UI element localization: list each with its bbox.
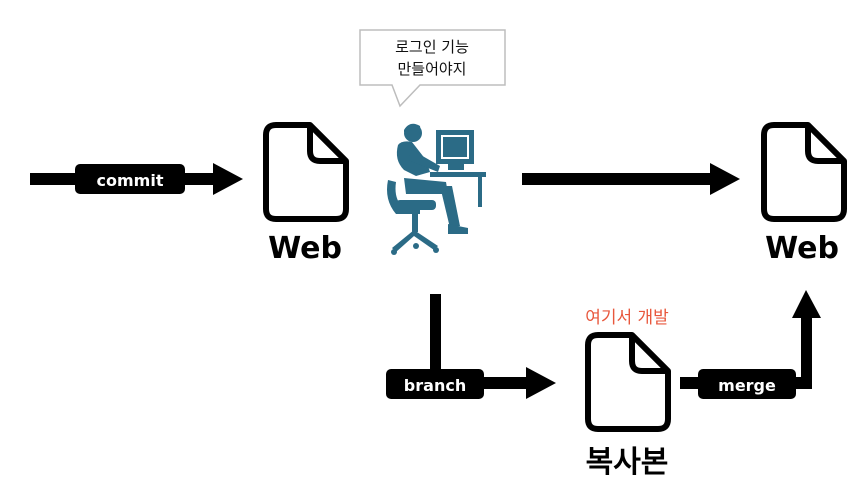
developer-at-computer-icon xyxy=(387,123,486,255)
web-right-label: Web xyxy=(765,231,839,266)
main-flow-arrow xyxy=(522,163,740,195)
commit-label: commit xyxy=(97,171,164,190)
branch-label: branch xyxy=(404,376,466,395)
branch-pill: branch xyxy=(386,369,484,399)
merge-pill: merge xyxy=(698,369,796,399)
web-left-label: Web xyxy=(268,231,342,266)
web-document-icon xyxy=(764,125,844,219)
develop-here-note: 여기서 개발 xyxy=(585,308,669,328)
web-document-icon xyxy=(266,125,346,219)
bubble-line-1: 로그인 기능 xyxy=(395,38,469,56)
merge-label: merge xyxy=(718,376,776,395)
speech-bubble: 로그인 기능 만들어야지 xyxy=(359,29,506,108)
commit-pill: commit xyxy=(75,164,185,194)
copy-document-icon xyxy=(588,335,668,429)
copy-label: 복사본 xyxy=(586,445,669,480)
bubble-line-2: 만들어야지 xyxy=(397,60,466,78)
